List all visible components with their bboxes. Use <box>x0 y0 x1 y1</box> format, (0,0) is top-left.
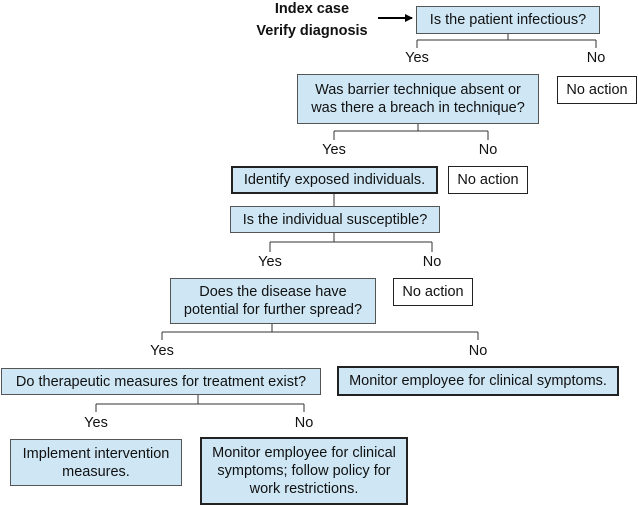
header-line-2: Verify diagnosis <box>256 23 368 39</box>
no-action-box-3: No action <box>393 278 473 306</box>
no-action-box-2: No action <box>448 166 528 194</box>
yes-label: Yes <box>150 343 174 359</box>
index-case-header: Index case Verify diagnosis <box>246 0 378 40</box>
no-action-box-1: No action <box>557 76 637 104</box>
implement-intervention-box: Implement intervention measures. <box>10 439 182 486</box>
yes-label: Yes <box>258 254 282 270</box>
susceptible-question-box: Is the individual susceptible? <box>230 206 440 233</box>
infectious-question-box: Is the patient infectious? <box>416 6 600 34</box>
no-label: No <box>468 343 488 359</box>
therapeutic-question-box: Do therapeutic measures for treatment ex… <box>1 368 321 395</box>
no-label: No <box>422 254 442 270</box>
monitor-symptoms-box: Monitor employee for clinical symptoms. <box>337 366 619 396</box>
yes-label: Yes <box>84 415 108 431</box>
header-line-1: Index case <box>274 1 350 17</box>
spread-question-box: Does the disease have potential for furt… <box>170 278 376 324</box>
yes-label: Yes <box>322 142 346 158</box>
no-label: No <box>478 142 498 158</box>
barrier-question-box: Was barrier technique absent or was ther… <box>297 74 539 124</box>
monitor-restrictions-box: Monitor employee for clinical symptoms; … <box>200 437 408 505</box>
identify-exposed-box: Identify exposed individuals. <box>231 166 438 194</box>
no-label: No <box>294 415 314 431</box>
no-label: No <box>586 50 606 66</box>
yes-label: Yes <box>405 50 429 66</box>
